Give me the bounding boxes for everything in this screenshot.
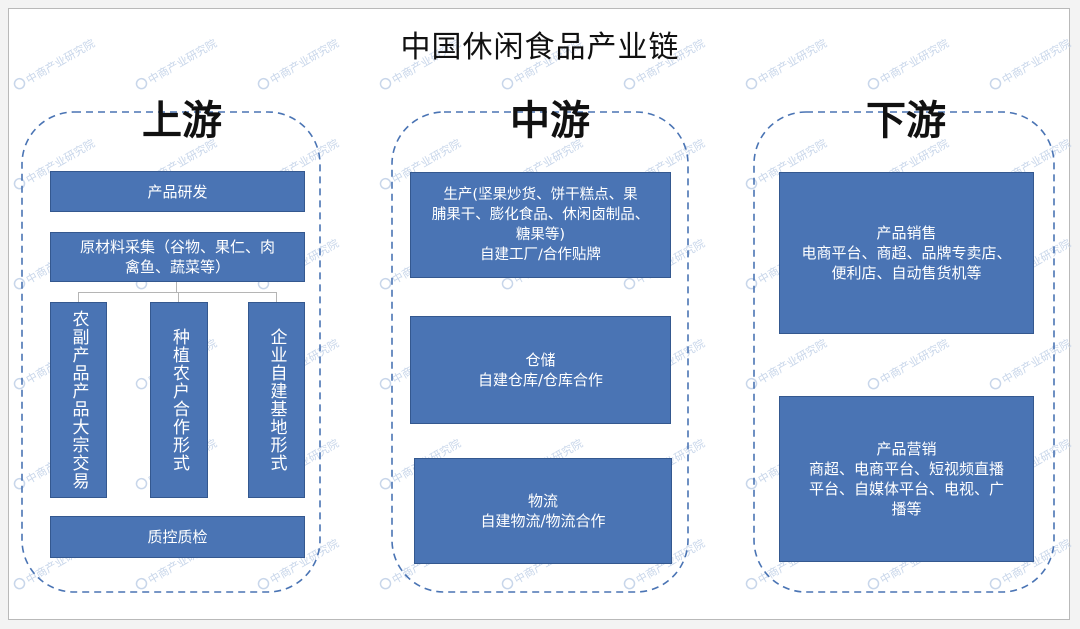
midstream-heading: 中游 [510,97,590,144]
watermark-mark: 中商产业研究院 [989,336,1073,390]
channel-own-base-box: 企业自建基地形式 [248,302,305,498]
marketing-box: 产品营销 商超、电商平台、短视频直播 平台、自媒体平台、电视、广 播等 [779,396,1034,562]
logistics-box: 物流 自建物流/物流合作 [414,458,672,564]
connector-bar [78,292,276,293]
channel-bulk-trade-label: 农副产品产品大宗交易 [68,310,89,490]
production-box: 生产(坚果炒货、饼干糕点、果 脯果干、膨化食品、休闲卤制品、 糖果等) 自建工厂… [410,172,671,278]
channel-farmer-coop-box: 种植农户合作形式 [150,302,208,498]
watermark-mark: 中商产业研究院 [745,336,829,390]
connector-middle [178,292,179,302]
connector-right [276,292,277,302]
upstream-heading: 上游 [142,97,222,144]
svg-text:中商产业研究院: 中商产业研究院 [755,336,829,387]
qc-box: 质控质检 [50,516,305,558]
downstream-heading: 下游 [866,97,946,144]
raw-materials-box: 原材料采集（谷物、果仁、肉 禽鱼、蔬菜等） [50,232,305,282]
svg-text:中商产业研究院: 中商产业研究院 [999,336,1073,387]
watermark-mark: 中商产业研究院 [867,336,951,390]
sales-box: 产品销售 电商平台、商超、品牌专卖店、 便利店、自动售货机等 [779,172,1034,334]
rd-box: 产品研发 [50,171,305,212]
storage-box: 仓储 自建仓库/仓库合作 [410,316,671,424]
diagram-title: 中国休闲食品产业链 [400,30,680,65]
channel-own-base-label: 企业自建基地形式 [266,328,287,472]
channel-bulk-trade-box: 农副产品产品大宗交易 [50,302,107,498]
connector-left [78,292,79,302]
connector-trunk [176,282,177,292]
channel-farmer-coop-label: 种植农户合作形式 [169,328,189,472]
svg-text:中商产业研究院: 中商产业研究院 [877,336,951,387]
